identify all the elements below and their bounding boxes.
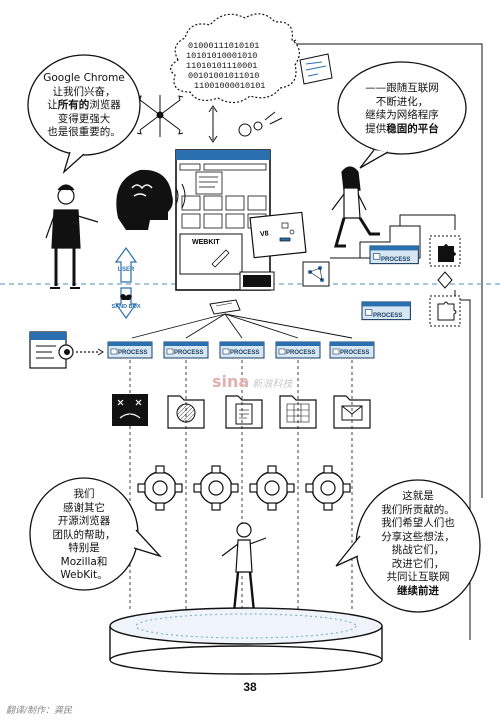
graph-folder-icon xyxy=(302,261,330,287)
page-number: 38 xyxy=(243,680,257,694)
browser-window xyxy=(175,149,271,291)
calendar-folder-icon xyxy=(279,395,317,429)
gear-icon-3 xyxy=(249,465,295,511)
binary-row: 10101010001010 xyxy=(186,51,257,61)
webkit-label: WEBKIT xyxy=(192,239,220,246)
puzzle-icon xyxy=(429,235,461,327)
speech-bubble-bottom-left xyxy=(29,477,163,591)
binary-cloud xyxy=(170,13,300,104)
svg-text:PROCESS: PROCESS xyxy=(230,350,259,356)
svg-text:PROCESS: PROCESS xyxy=(373,313,402,319)
sandbox-label: SAND BOX xyxy=(111,304,141,310)
terminal-card xyxy=(239,271,275,291)
bubble-text-top-right: ——跟随互联网 不断进化， 继续为网络程序 提供稳固的平台 xyxy=(365,82,439,135)
svg-text:PROCESS: PROCESS xyxy=(381,257,410,263)
svg-text:PROCESS: PROCESS xyxy=(118,350,147,356)
svg-text:PROCESS: PROCESS xyxy=(174,350,203,356)
gear-icon-4 xyxy=(305,465,351,511)
binary-row: 11010101110001 xyxy=(186,61,257,71)
gear-icon-1 xyxy=(137,465,183,511)
binary-row: 11001000010101 xyxy=(194,81,265,91)
gear-icon-2 xyxy=(193,465,239,511)
binary-row: 00101001011010 xyxy=(188,71,259,81)
document-folder-icon xyxy=(225,395,263,429)
speech-bubble-top-left xyxy=(27,54,141,175)
bubble-text-bottom-left: 我们 感谢其它 开源浏览器 团队的帮助， 特别是 Mozilla和 WebKit… xyxy=(52,488,116,581)
process-tree-lines xyxy=(131,313,353,339)
v8-label: V8 xyxy=(260,230,269,238)
toolbox-icon xyxy=(238,111,283,137)
network-hub-icon xyxy=(136,95,184,137)
v8-engine-card xyxy=(249,211,307,259)
person-presenter-center xyxy=(221,522,267,613)
brain-head-icon xyxy=(116,169,186,230)
network-switch-icon xyxy=(209,299,241,315)
bubble-text-top-left: Google Chrome 让我们兴奋， 让所有的浏览器 变得更强大 也是很重要… xyxy=(43,72,125,138)
map-scroll-icon xyxy=(299,53,333,85)
cloud-arrow xyxy=(208,105,218,143)
refresh-folder-icon xyxy=(167,395,205,429)
user-label: USER xyxy=(117,267,135,273)
svg-text:PROCESS: PROCESS xyxy=(340,350,369,356)
binary-row: 01000111010101 xyxy=(188,41,259,51)
user-sandbox-arrows xyxy=(114,246,138,320)
bubble-text-bottom-right: 这就是 我们所贡献的。 我们希望人们也 分享这些想法， 挑战它们， 改进它们， … xyxy=(381,490,455,597)
speech-bubble-top-right xyxy=(337,61,467,169)
mail-folder-icon xyxy=(333,395,371,429)
watermark: sina 新浪科技 xyxy=(212,372,293,391)
eye-document-icon xyxy=(29,331,104,369)
platform-disc xyxy=(109,607,383,675)
translation-credit: 翻译/制作：龚民 xyxy=(6,706,73,716)
svg-text:PROCESS: PROCESS xyxy=(286,350,315,356)
process-labels: PROCESS PROCESS PROCESS PROCESS PROCESS … xyxy=(118,257,410,356)
person-climbing-stairs xyxy=(331,166,380,248)
speech-bubble-bottom-right xyxy=(335,479,481,613)
person-presenter-left xyxy=(45,184,99,289)
binary-text: 01000111010101 10101010001010 1101010111… xyxy=(186,41,265,91)
